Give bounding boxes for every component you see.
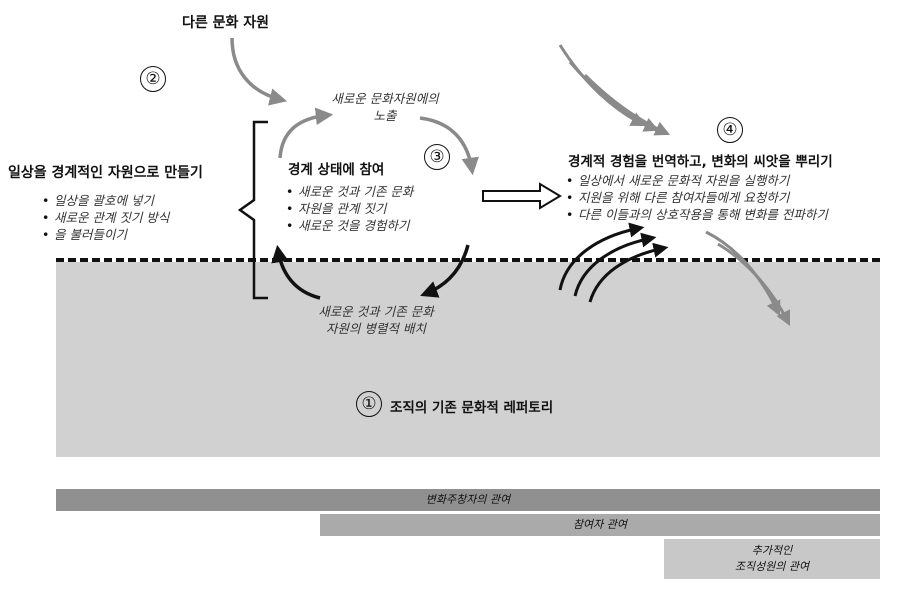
right-block-bullets: 일상에서 새로운 문화적 자원을 실행하기 지원을 위해 다른 참여자들에게 요…: [566, 172, 896, 223]
left-block-title: 일상을 경계적인 자원으로 만들기: [8, 165, 203, 181]
left-bullet-1: 일상을 괄호에 넣기: [42, 192, 212, 209]
bar-change-advocate-label: 변화주창자의 관여: [425, 493, 511, 506]
cycle-bullet-1: 새로운 것과 기존 문화: [286, 183, 461, 200]
cycle-top-label-line1: 새로운 문화자원에의: [331, 91, 439, 106]
rising-arc-1: [558, 222, 645, 291]
cycle-bullet-1-cont: 자원을 관계 짓기: [286, 200, 461, 217]
cycle-top-label-line2: 노출: [373, 108, 397, 123]
number-4: ④: [717, 117, 743, 143]
left-block-bullets: 일상을 괄호에 넣기 새로운 관계 짓기 방식 을 불러들이기: [42, 192, 212, 243]
number-3: ③: [424, 144, 450, 170]
cycle-center-bullets: 새로운 것과 기존 문화 자원을 관계 짓기 새로운 것을 경험하기: [286, 183, 461, 234]
cycle-arrow-top-right: [419, 116, 479, 176]
source-label: 다른 문화 자원: [182, 15, 270, 31]
stream-arrow-2: [568, 61, 660, 132]
spread-arrow-1: [705, 230, 781, 317]
number-2: ②: [140, 66, 166, 92]
left-brace: [237, 120, 268, 300]
bar-additional-members-line1: 추가적인: [751, 544, 793, 557]
bar-participant-label: 참여자 관여: [572, 518, 628, 531]
cycle-arrow-top-left: [278, 107, 334, 159]
bar-participant: 참여자 관여: [320, 514, 880, 536]
cycle-bullet-2: 새로운 것을 경험하기: [286, 217, 461, 234]
boundary-dashed-line: [56, 258, 880, 262]
right-bullet-3: 다른 이들과의 상호작용을 통해 변화를 전파하기: [566, 206, 896, 223]
left-bullet-2: 새로운 관계 짓기 방식: [42, 209, 212, 226]
cycle-arrow-bottom-left: [271, 244, 321, 300]
cycle-top-label: 새로운 문화자원에의 노출: [300, 90, 470, 124]
right-bullet-2: 지원을 위해 다른 참여자들에게 요청하기: [566, 189, 896, 206]
bar-change-advocate: 변화주창자의 관여: [56, 489, 880, 511]
bar-additional-members-line2: 조직성원의 관여: [734, 560, 810, 573]
cycle-arrow-bottom-right: [420, 244, 470, 298]
rising-arc-3: [588, 242, 669, 303]
number-1: ①: [356, 391, 382, 417]
left-bullet-3: 을 불러들이기: [42, 226, 212, 243]
cycle-bottom-label-line2: 자원의 병렬적 배치: [326, 321, 426, 336]
incoming-resource-arrow: [230, 37, 288, 106]
rising-arc-2: [573, 232, 657, 297]
cycle-center-title: 경계 상태에 참여: [288, 162, 385, 178]
repertoire-label: 조직의 기존 문화적 레퍼토리: [390, 400, 554, 416]
cycle-bottom-label-line1: 새로운 것과 기존 문화: [318, 304, 434, 319]
right-block-title: 경계적 경험을 번역하고, 변화의 씨앗을 뿌리기: [568, 154, 833, 170]
cycle-bottom-label: 새로운 것과 기존 문화 자원의 병렬적 배치: [286, 303, 466, 337]
existing-repertoire-area: [56, 262, 880, 457]
hollow-arrow: [482, 182, 562, 210]
right-bullet-1: 일상에서 새로운 문화적 자원을 실행하기: [566, 172, 896, 189]
spread-arrow-2: [717, 242, 791, 327]
stream-arrow-3: [583, 73, 671, 136]
bar-additional-members: 추가적인 조직성원의 관여: [664, 539, 880, 579]
